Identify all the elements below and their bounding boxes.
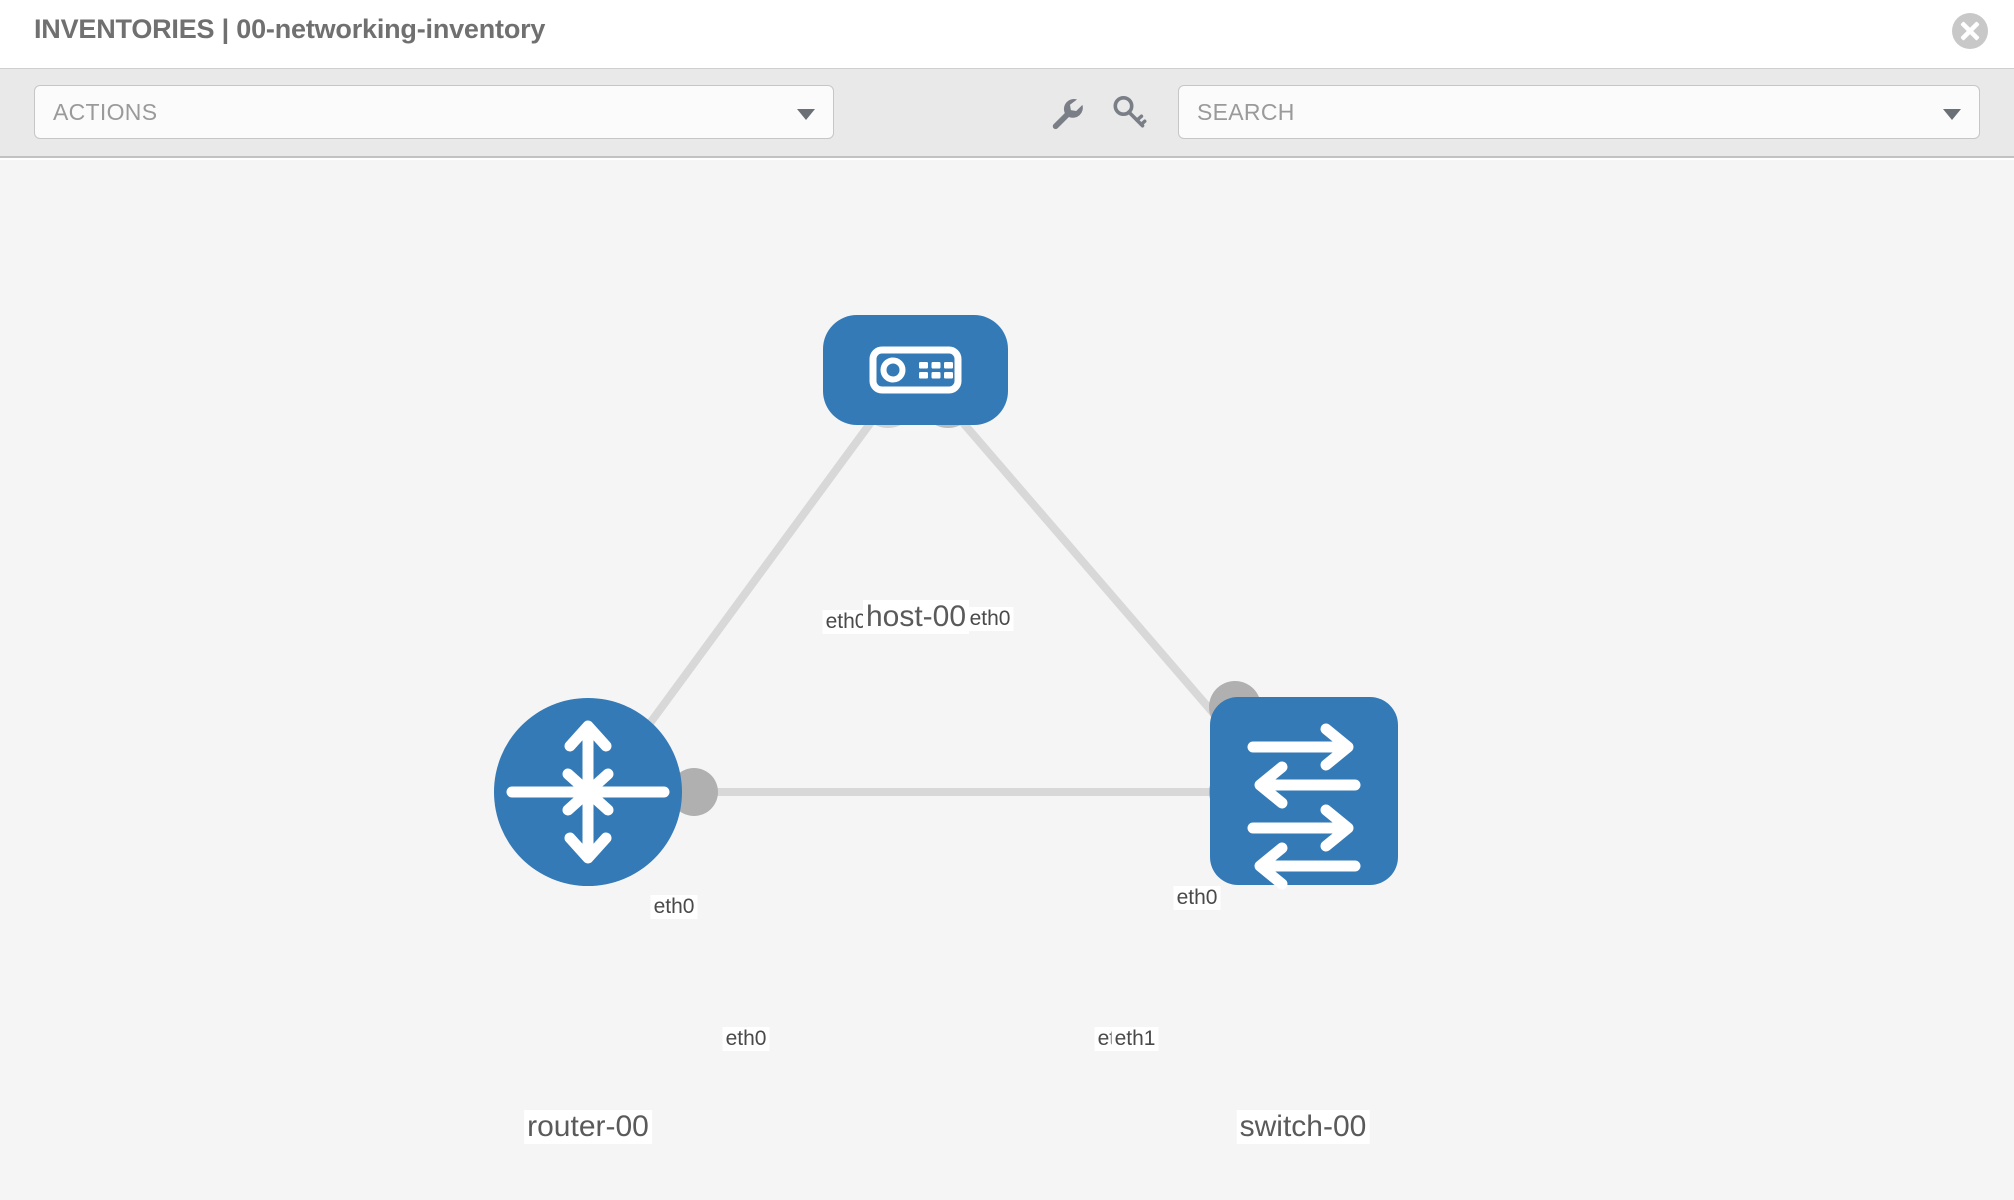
close-icon[interactable] (1952, 13, 1988, 49)
iface-label-router00-right: eth0 (722, 1027, 770, 1051)
topology-canvas[interactable]: eth0 host-00 eth0 eth0 eth0 eth0 eth0 et… (0, 160, 2014, 1200)
page-header: INVENTORIES | 00-networking-inventory (0, 0, 2014, 68)
switch-arrows-icon (1247, 723, 1361, 890)
node-host-00[interactable] (823, 315, 1008, 425)
endpoint-router00-right[interactable] (670, 768, 718, 816)
topology-interface-endpoints (670, 372, 1261, 816)
iface-label-host00-right: eth0 (966, 607, 1014, 631)
node-label-switch-00: switch-00 (1236, 1110, 1370, 1144)
topology-graph (494, 315, 1398, 890)
router-arrows-icon (506, 720, 670, 864)
iface-label-host00-left: eth0 (822, 610, 870, 634)
toolbar: ACTIONS SEARCH (0, 68, 2014, 158)
chevron-down-icon (797, 109, 815, 120)
search-input[interactable]: SEARCH (1178, 85, 1980, 139)
node-label-host-00: host-00 (862, 600, 970, 634)
node-switch-00[interactable] (1210, 697, 1398, 890)
edge-host00-switch00[interactable] (948, 407, 1262, 768)
page-title: INVENTORIES | 00-networking-inventory (34, 14, 546, 44)
search-chevron-down-icon[interactable] (1943, 109, 1961, 120)
iface-label-switch00-up: eth0 (1173, 886, 1221, 910)
node-router-00[interactable] (494, 698, 682, 886)
topology-edges (616, 407, 1262, 796)
iface-label-switch00-left: eth1 (1111, 1027, 1159, 1051)
server-icon (869, 346, 962, 394)
edge-router00-host00[interactable] (616, 407, 884, 767)
wrench-icon[interactable] (1047, 93, 1085, 131)
actions-dropdown[interactable]: ACTIONS (34, 85, 834, 139)
search-placeholder: SEARCH (1197, 99, 1295, 125)
node-label-router-00: router-00 (524, 1110, 652, 1144)
actions-dropdown-label: ACTIONS (53, 99, 158, 125)
iface-label-router00-up: eth0 (650, 895, 698, 919)
key-icon[interactable] (1110, 93, 1148, 131)
